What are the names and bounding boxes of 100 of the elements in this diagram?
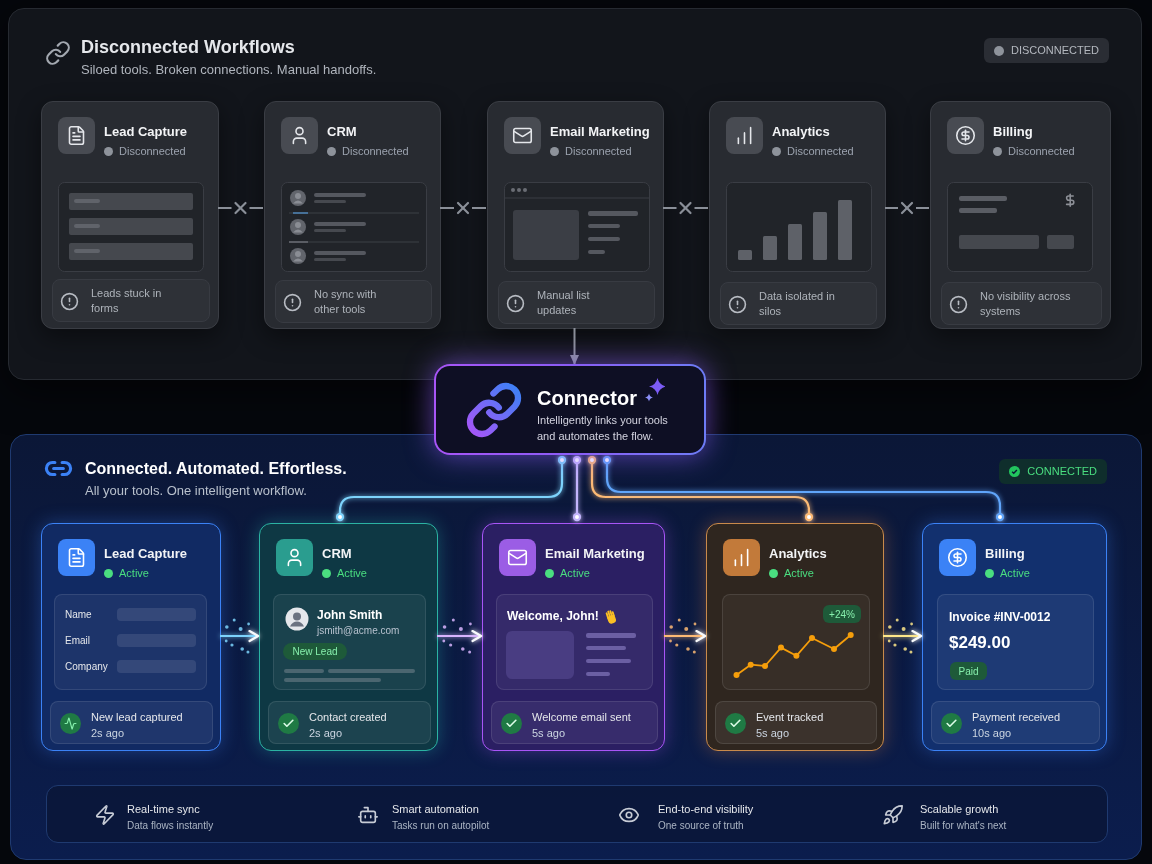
note-time: 5s ago xyxy=(532,726,566,741)
connector-card xyxy=(434,364,706,455)
tool-card xyxy=(706,523,884,751)
invoice-number: Invoice #INV-0012 xyxy=(949,609,1051,626)
broken-connector-line xyxy=(217,207,264,209)
chart-panel xyxy=(722,594,870,690)
email-greeting: Welcome, John! xyxy=(507,608,599,625)
tool-card xyxy=(41,523,221,751)
note-text: Welcome email sent xyxy=(532,710,631,725)
status-text: Active xyxy=(337,566,367,581)
note-time: 10s ago xyxy=(972,726,1012,741)
status-text: Disconnected xyxy=(787,144,854,159)
note-time: 5s ago xyxy=(756,726,790,741)
activity-note xyxy=(268,701,431,744)
broken-connector-line xyxy=(439,207,487,209)
status-text: CONNECTED xyxy=(1027,464,1097,480)
note-time: 2s ago xyxy=(309,726,343,741)
note-text: Manual list updates xyxy=(537,288,591,318)
status-text: Disconnected xyxy=(342,144,409,159)
tool-card xyxy=(259,523,438,751)
arrow xyxy=(220,629,260,643)
panel-title: Connected. Automated. Effortless. xyxy=(85,459,347,479)
status-indicator xyxy=(984,38,1109,63)
card-title: CRM xyxy=(327,123,357,141)
contact-panel xyxy=(273,594,426,690)
activity-note xyxy=(931,701,1100,744)
field-label: Company xyxy=(65,659,108,674)
tool-card xyxy=(709,101,886,329)
panel-subtitle: Siloed tools. Broken connections. Manual handoffs. xyxy=(81,61,377,79)
field-label: Name xyxy=(65,607,92,622)
note-text: Event tracked xyxy=(756,710,824,725)
warning-note xyxy=(941,282,1102,325)
feature-bar xyxy=(46,785,1108,843)
connector-title: Connector xyxy=(537,386,637,411)
tool-card xyxy=(922,523,1107,751)
status-text: Active xyxy=(1000,566,1030,581)
invoice-amount: $249.00 xyxy=(949,632,1011,654)
note-text: Data isolated in silos xyxy=(759,289,836,319)
arrow xyxy=(437,629,483,643)
card-title: Billing xyxy=(993,123,1033,141)
broken-connector-line xyxy=(662,207,709,209)
panel-title: Disconnected Workflows xyxy=(81,36,295,59)
note-text: Contact created xyxy=(309,710,387,725)
tool-card xyxy=(487,101,664,329)
activity-note xyxy=(50,701,213,744)
panel-subtitle: All your tools. One intelligent workflow. xyxy=(85,482,307,500)
note-text: Leads stuck in forms xyxy=(91,286,163,316)
workflow-panel xyxy=(8,8,1142,380)
card-title: Lead Capture xyxy=(104,545,188,563)
tool-card xyxy=(41,101,219,329)
broken-connector-line xyxy=(884,207,930,209)
feature-description: Built for what's next xyxy=(920,819,1007,833)
status-indicator xyxy=(999,459,1107,484)
warning-note xyxy=(275,280,432,323)
note-text: No sync with other tools xyxy=(314,287,378,317)
feature-description: Data flows instantly xyxy=(127,819,214,833)
arrow xyxy=(883,629,923,643)
field-label: Email xyxy=(65,633,90,648)
activity-note xyxy=(491,701,658,744)
tool-card xyxy=(930,101,1111,329)
note-text: New lead captured xyxy=(91,710,183,725)
activity-note xyxy=(715,701,877,744)
card-title: Billing xyxy=(985,545,1025,563)
card-title: CRM xyxy=(322,545,352,563)
feature-description: Tasks run on autopilot xyxy=(392,819,490,833)
feature-title: Scalable growth xyxy=(920,802,999,817)
note-text: No visibility across systems xyxy=(980,289,1072,319)
connector-line xyxy=(572,455,582,522)
percentage-pill: +24% xyxy=(823,605,861,623)
contact-email: jsmith@acme.com xyxy=(317,624,400,638)
warning-note xyxy=(498,281,655,324)
invoice-panel xyxy=(937,594,1094,690)
warning-note xyxy=(720,282,877,325)
card-title: Email Marketing xyxy=(545,545,645,563)
arrow xyxy=(664,629,707,643)
status-text: Active xyxy=(119,566,149,581)
email-preview xyxy=(496,594,653,690)
arrow xyxy=(570,327,579,365)
workflow-panel xyxy=(10,434,1142,860)
status-pill: Paid xyxy=(950,662,987,680)
note-time: 2s ago xyxy=(91,726,125,741)
feature-title: End-to-end visibility xyxy=(658,802,754,817)
tool-card xyxy=(482,523,665,751)
status-pill: New Lead xyxy=(283,643,347,660)
status-text: Active xyxy=(784,566,814,581)
feature-title: Smart automation xyxy=(392,802,479,817)
connector-line xyxy=(602,455,1005,522)
feature-description: One source of truth xyxy=(658,819,744,833)
contact-name: John Smith xyxy=(317,607,383,624)
status-text: Active xyxy=(560,566,590,581)
connector-line xyxy=(335,455,567,522)
form-panel xyxy=(54,594,207,690)
card-title: Analytics xyxy=(769,545,827,563)
connector-description: Intelligently links your tools and automates the flow. xyxy=(537,413,669,444)
connector-line xyxy=(587,455,814,522)
status-text: Disconnected xyxy=(119,144,186,159)
card-title: Analytics xyxy=(772,123,830,141)
card-title: Email Marketing xyxy=(550,123,650,141)
warning-note xyxy=(52,279,210,322)
feature-title: Real-time sync xyxy=(127,802,200,817)
